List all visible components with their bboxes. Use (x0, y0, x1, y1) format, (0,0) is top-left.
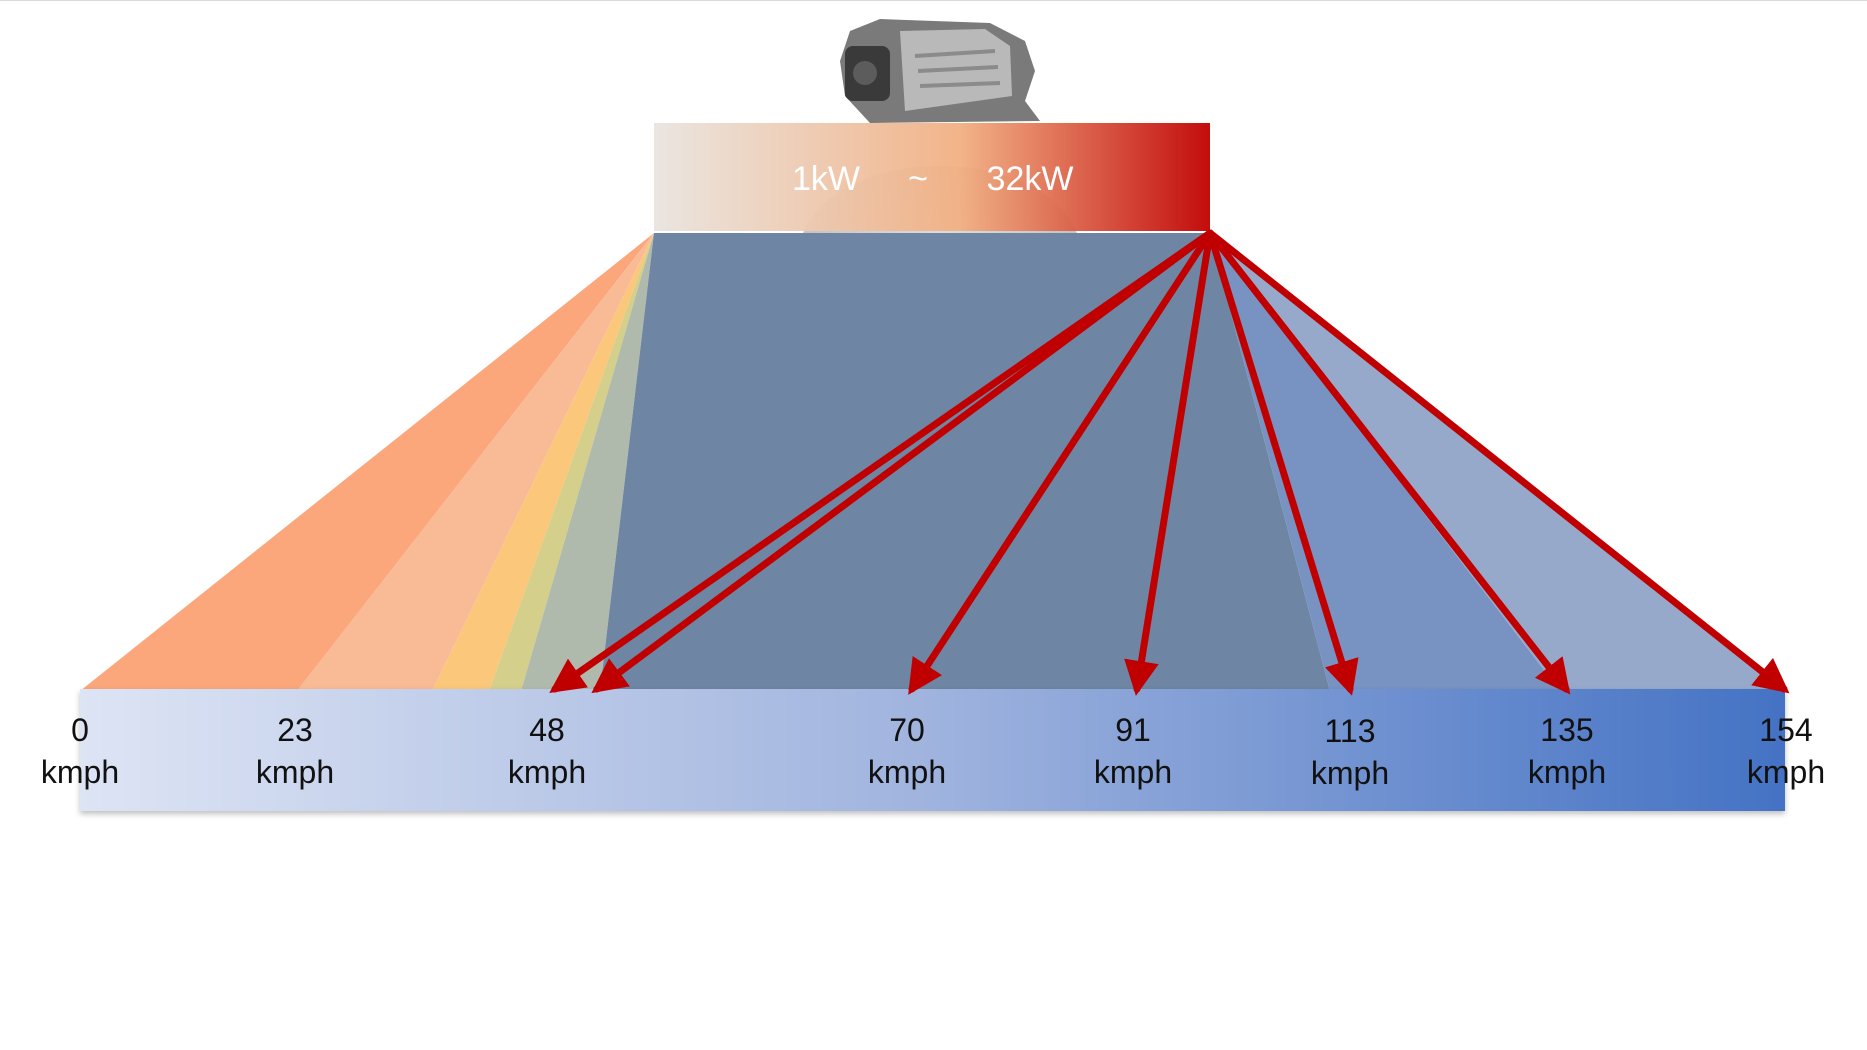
speed-value-5: 113 (1324, 713, 1375, 749)
arrow-to-48 (549, 229, 1214, 693)
wedge-23 (297, 233, 654, 691)
speed-value-1: 23 (277, 712, 313, 748)
speed-unit-7: kmph (1747, 754, 1825, 790)
arrow-to-70 (908, 229, 1214, 695)
speed-value-4: 91 (1115, 712, 1151, 748)
speed-unit-5: kmph (1311, 755, 1389, 791)
speed-value-7: 154 (1759, 712, 1812, 748)
speed-value-6: 135 (1540, 712, 1593, 748)
speed-scale-bar (80, 689, 1785, 811)
speed-value-0: 0 (71, 712, 89, 748)
wedge-slate (600, 233, 1330, 691)
power-speed-wedges (80, 233, 1783, 691)
engine-bolt (853, 61, 877, 85)
arrow-to-135 (1206, 229, 1571, 695)
engine-fins (914, 49, 1001, 88)
power-range-bar (654, 123, 1210, 231)
speed-bar (80, 689, 1785, 811)
wedge-yellow (432, 233, 654, 691)
power-arrows (549, 229, 1790, 696)
power-max-label: 32kW (987, 160, 1074, 198)
speed-unit-4: kmph (1094, 754, 1172, 790)
speed-unit-6: kmph (1528, 754, 1606, 790)
speed-value-3: 70 (889, 712, 925, 748)
power-separator: ~ (908, 160, 928, 198)
wedge-gray (521, 233, 654, 691)
wedge-olive (489, 233, 654, 691)
arrow-to-50 (591, 229, 1214, 694)
power-bar: 1kW ~ 32kW (654, 123, 1210, 231)
arrow-to-154 (1206, 229, 1790, 694)
speed-unit-2: kmph (508, 754, 586, 790)
power-min-label: 1kW (792, 160, 860, 198)
speed-unit-0: kmph (41, 754, 119, 790)
arrow-to-113 (1206, 229, 1359, 696)
arrow-to-91 (1124, 229, 1214, 696)
speed-value-2: 48 (529, 712, 565, 748)
speed-unit-3: kmph (868, 754, 946, 790)
speed-labels: 0 kmph 23 kmph 48 kmph 70 kmph 91 kmph 1… (41, 712, 1825, 791)
wedge-0-23 (80, 233, 654, 691)
speed-unit-1: kmph (256, 754, 334, 790)
